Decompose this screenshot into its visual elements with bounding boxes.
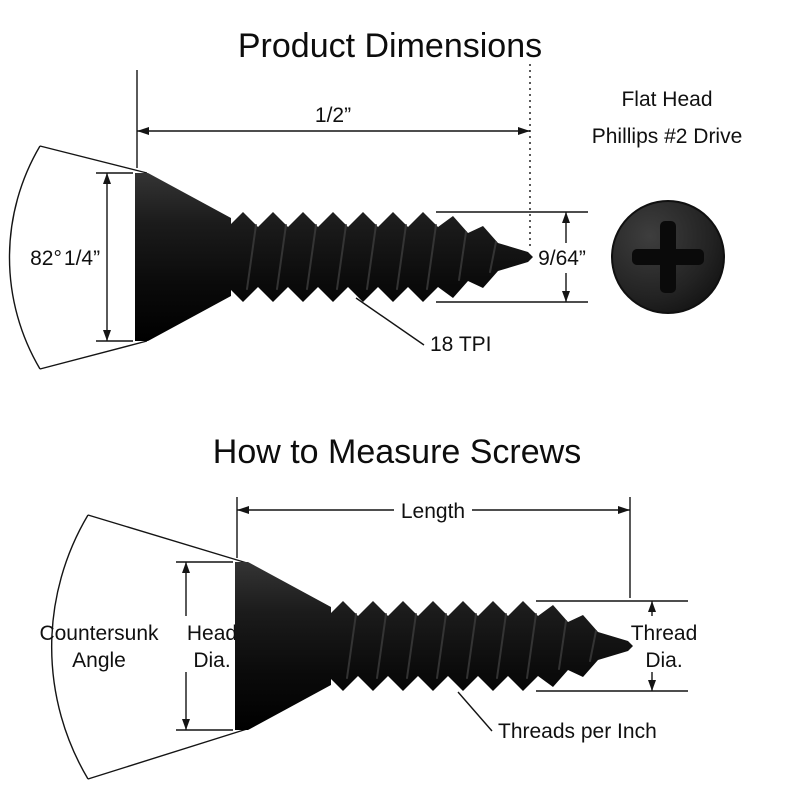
top-head-dia-label: 1/4” xyxy=(64,247,100,270)
bottom-tpi-callout: Threads per Inch xyxy=(457,691,657,743)
drive-type-line2: Phillips #2 Drive xyxy=(592,125,743,148)
bottom-length-dimension: Length xyxy=(236,497,631,598)
top-length-label: 1/2” xyxy=(315,104,351,127)
top-angle-label: 82° xyxy=(30,247,62,270)
bottom-thread-dia-line1: Thread xyxy=(631,622,698,645)
top-tpi-callout: 18 TPI xyxy=(355,297,491,356)
top-thread-dia-label: 9/64” xyxy=(538,247,586,270)
bottom-head-dia-dimension: Head Dia. xyxy=(176,561,243,731)
bottom-length-label: Length xyxy=(401,500,465,523)
bottom-tpi-label: Threads per Inch xyxy=(498,720,657,743)
top-section-title: Product Dimensions xyxy=(238,27,542,65)
screw-side-view-bottom xyxy=(234,561,634,731)
bottom-head-dia-line1: Head xyxy=(187,622,237,645)
top-length-dimension: 1/2” xyxy=(136,64,531,250)
phillips-cross-recess xyxy=(632,221,704,293)
top-tpi-label: 18 TPI xyxy=(430,333,491,356)
top-head-dia-dimension: 1/4” xyxy=(64,172,133,342)
bottom-thread-dia-dimension: Thread Dia. xyxy=(536,600,702,692)
bottom-angle-label-line1: Countersunk xyxy=(39,622,159,645)
bottom-section-title: How to Measure Screws xyxy=(213,433,581,471)
screw-head-front-view xyxy=(611,200,725,314)
drive-type-line1: Flat Head xyxy=(621,88,712,111)
bottom-thread-dia-line2: Dia. xyxy=(645,649,682,672)
screw-side-view-top xyxy=(134,172,534,342)
top-countersink-angle: 82° xyxy=(8,145,148,370)
bottom-angle-label-line2: Angle xyxy=(72,649,126,672)
bottom-countersunk-angle: Countersunk Angle xyxy=(39,514,248,780)
top-thread-dia-dimension: 9/64” xyxy=(436,211,594,303)
drive-type-block: Flat Head Phillips #2 Drive xyxy=(592,88,743,314)
bottom-head-dia-line2: Dia. xyxy=(193,649,230,672)
